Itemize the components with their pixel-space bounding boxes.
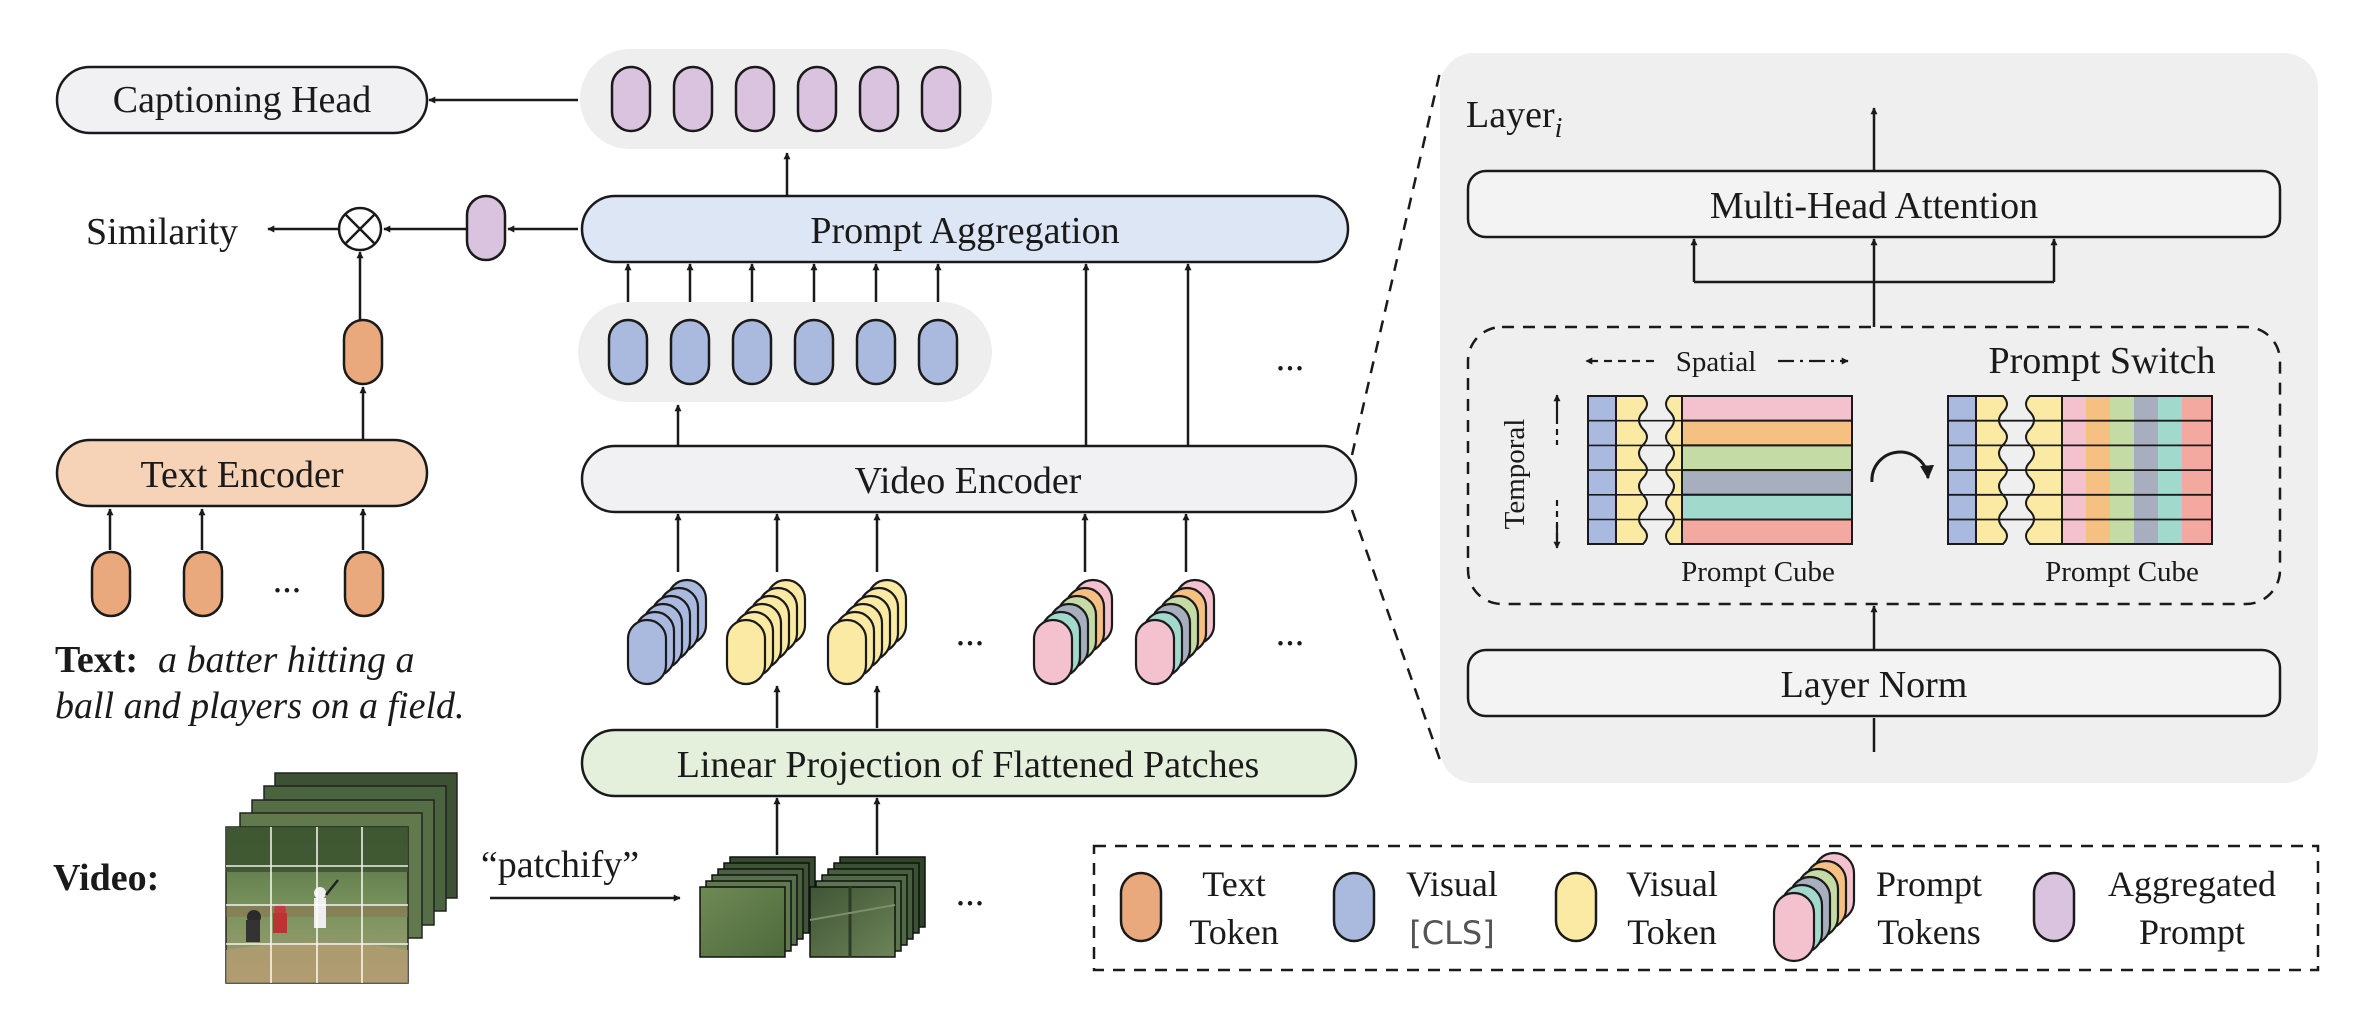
svg-text:Text: Text [1202,864,1265,904]
layer-norm-label: Layer Norm [1781,664,1968,706]
text-input-token [182,550,224,618]
switch-arrow-icon [1870,450,1935,483]
aggregated-prompt-token [465,194,507,262]
patch-stack [809,856,926,958]
text-input-token [343,550,385,618]
spatial-label: Spatial [1676,346,1757,378]
prompt-switch-region [1466,325,2282,606]
svg-text:Text:a batter hitting a: Text:a batter hitting a [55,639,415,681]
prompt-cube-right [1947,395,2213,545]
prompt-cube-left-label: Prompt Cube [1681,556,1835,588]
legend-box [1092,844,2320,972]
dot-product-icon [337,206,383,252]
text-input-token [90,550,132,618]
legend-prompt-tokens: Prompt Tokens [1772,851,1982,963]
prompt-token-stack [1032,578,1114,686]
center-ellipsis-top: ... [1276,337,1305,379]
text-encoder-label: Text Encoder [140,454,343,496]
legend-aggregated-prompt: Aggregated Prompt [2032,864,2276,952]
patch-stack [699,856,816,958]
prompt-cube-left [1587,395,1853,545]
multi-head-attention-box: Multi-Head Attention [1466,169,2282,239]
video-frames-stack [225,772,458,984]
patchify-label: “patchify” [481,844,639,886]
svg-text:Token: Token [1627,912,1716,952]
linear-projection-label: Linear Projection of Flattened Patches [677,744,1260,786]
patch-to-projection-arrows [773,797,881,855]
video-encoder-label: Video Encoder [855,460,1082,502]
patch-ellipsis: ... [956,872,985,914]
captioning-head-box: Captioning Head [55,65,429,135]
aggregated-prompt-tokens [610,65,962,133]
svg-text:Visual: Visual [1626,864,1718,904]
center-ellipsis-stacks: ... [956,612,985,654]
legend-visual-cls: Visual [CLS] [1332,864,1498,952]
similarity-label: Similarity [86,211,238,253]
prompt-aggregation-box: Prompt Aggregation [580,194,1350,264]
linear-projection-box: Linear Projection of Flattened Patches [580,728,1358,798]
svg-text:ball and players on a field.: ball and players on a field. [55,685,465,727]
text-output-token [342,318,384,386]
prompt-switch-label: Prompt Switch [1989,340,2216,382]
video-encoder-box: Video Encoder [580,444,1358,514]
svg-text:Prompt: Prompt [2139,912,2245,952]
multi-head-attention-label: Multi-Head Attention [1710,185,2038,227]
svg-text:Tokens: Tokens [1877,912,1980,952]
visual-token-stack [826,578,908,686]
prompt-token-stack [1134,578,1216,686]
layer-title: Layeri [1466,94,1562,144]
token-to-encoder-arrows [674,513,1190,572]
prompt-cube-right-label: Prompt Cube [2045,556,2199,588]
text-ellipsis: ... [273,559,302,601]
attention-input-arrows [1690,238,2058,327]
projection-to-token-arrows [773,685,881,728]
svg-text:Visual: Visual [1406,864,1498,904]
text-caption: Text:a batter hitting a ball and players… [55,639,465,727]
svg-text:[CLS]: [CLS] [1409,914,1494,952]
text-input-tokens: ... [90,508,385,618]
prompt-aggregation-label: Prompt Aggregation [810,210,1119,252]
temporal-label: Temporal [1499,419,1531,530]
svg-text:Prompt: Prompt [1876,864,1982,904]
video-label: Video: [53,857,159,899]
text-encoder-box: Text Encoder [55,438,429,508]
svg-text:Aggregated: Aggregated [2108,864,2276,904]
center-ellipsis-right: ... [1276,612,1305,654]
visual-cls-stack [626,578,708,686]
visual-token-stack [725,578,807,686]
legend-text-token: Text Token [1119,864,1279,952]
visual-cls-tokens [607,318,959,386]
svg-text:Token: Token [1189,912,1278,952]
legend-visual-token: Visual Token [1554,864,1718,952]
captioning-head-label: Captioning Head [113,79,372,121]
zoom-connector-lines [1350,71,1442,761]
layer-norm-box: Layer Norm [1466,648,2282,718]
